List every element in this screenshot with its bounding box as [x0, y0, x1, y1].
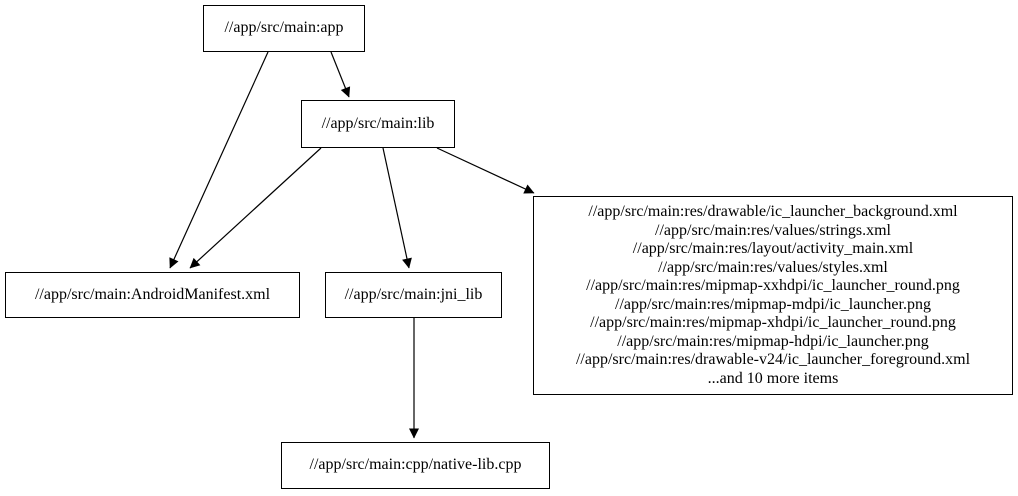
node-res-files: //app/src/main:res/drawable/ic_launcher_… [533, 196, 1013, 395]
node-native-lib-cpp: //app/src/main:cpp/native-lib.cpp [281, 442, 550, 489]
edge-lib-to-android-manifest [189, 147, 322, 269]
res-file-line: //app/src/main:res/mipmap-mdpi/ic_launch… [615, 295, 931, 313]
res-file-line: //app/src/main:res/layout/activity_main.… [632, 240, 914, 257]
res-file-line: //app/src/main:res/mipmap-xxhdpi/ic_laun… [586, 277, 960, 294]
res-file-line: //app/src/main:res/mipmap-xhdpi/ic_launc… [590, 314, 956, 331]
res-file-line: //app/src/main:res/drawable-v24/ic_launc… [575, 351, 971, 368]
node-app: //app/src/main:app [203, 5, 365, 52]
node-android-manifest: //app/src/main:AndroidManifest.xml [5, 272, 300, 318]
res-file-line: //app/src/main:res/drawable/ic_launcher_… [588, 203, 958, 220]
node-native-lib-cpp-label: //app/src/main:cpp/native-lib.cpp [309, 456, 522, 474]
edge-app-to-android-manifest [169, 51, 269, 269]
node-lib: //app/src/main:lib [301, 100, 455, 148]
node-app-label: //app/src/main:app [224, 19, 344, 37]
edge-lib-to-jni-lib [382, 147, 412, 269]
node-android-manifest-label: //app/src/main:AndroidManifest.xml [34, 285, 271, 303]
res-more-items-line: ...and 10 more items [707, 369, 839, 387]
node-lib-label: //app/src/main:lib [321, 114, 435, 132]
res-file-line: //app/src/main:res/mipmap-hdpi/ic_launch… [617, 332, 929, 350]
edge-lib-to-res-files [436, 147, 535, 194]
node-jni-lib: //app/src/main:jni_lib [325, 272, 502, 318]
edge-app-to-lib [330, 51, 351, 98]
node-jni-lib-label: //app/src/main:jni_lib [344, 285, 483, 303]
res-file-line: //app/src/main:res/values/styles.xml [658, 258, 888, 276]
res-file-line: //app/src/main:res/values/strings.xml [655, 221, 891, 239]
